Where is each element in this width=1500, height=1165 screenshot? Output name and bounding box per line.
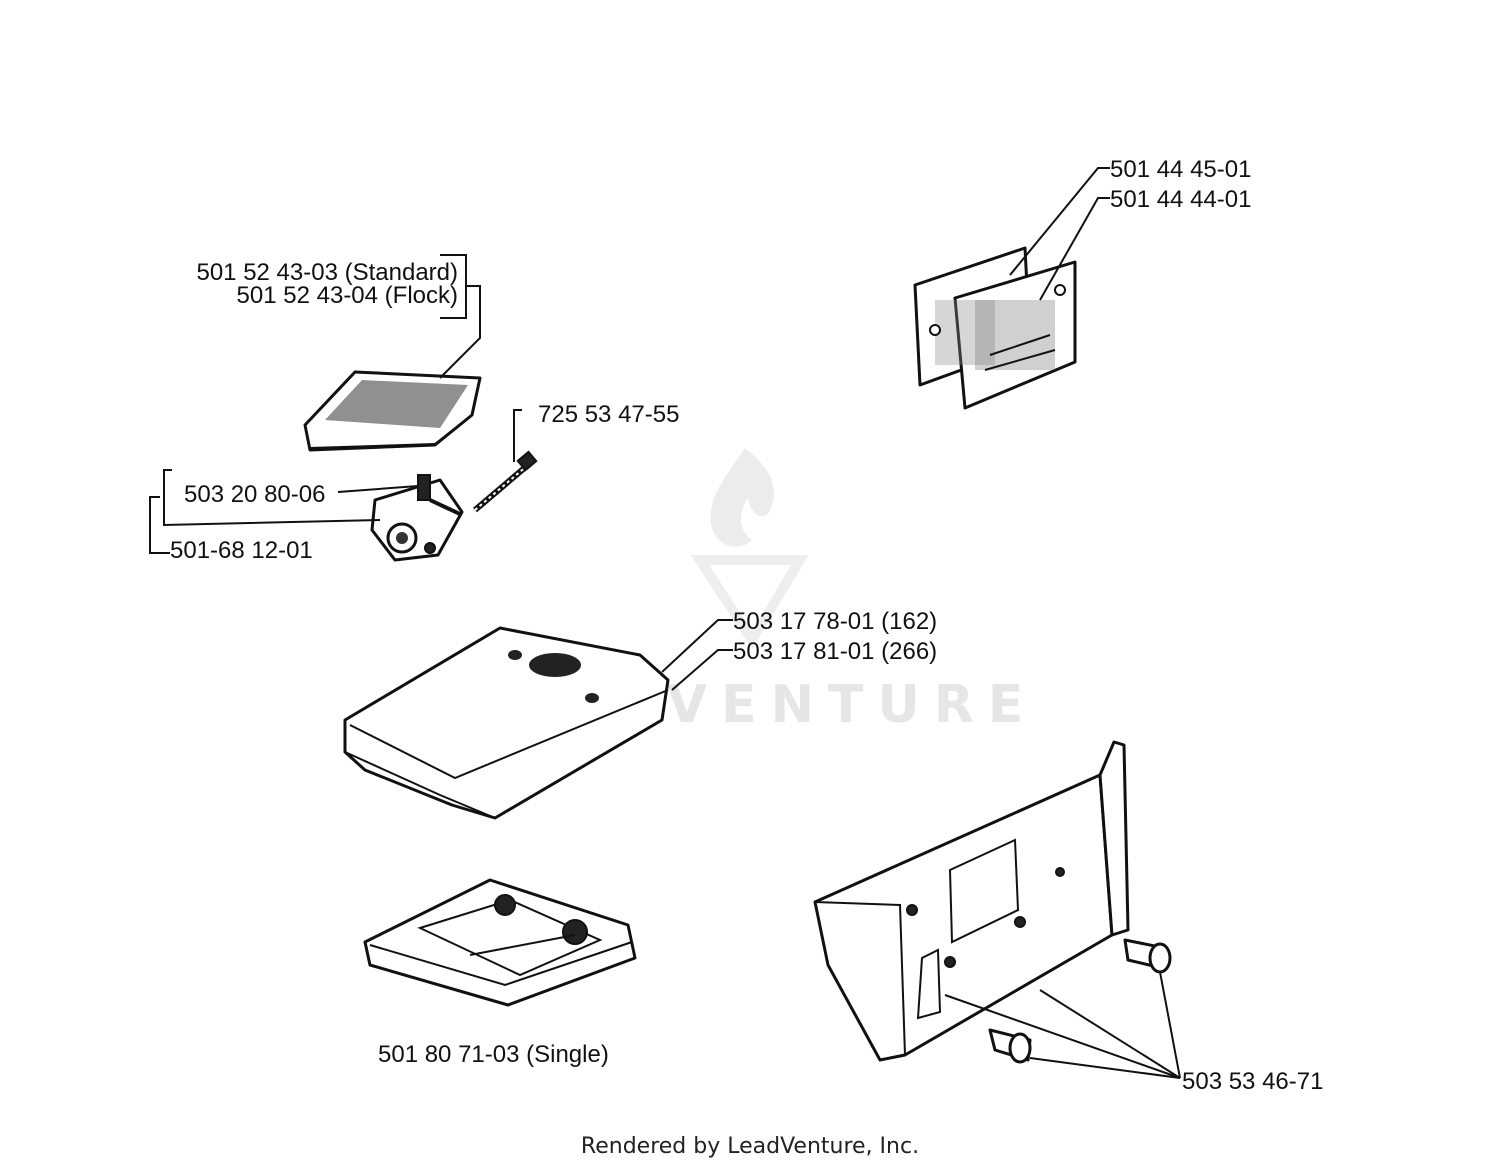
part-label-501-44-45-01: 501 44 45-01 (1110, 156, 1251, 183)
leader-line-503-53-46-71-b (944, 994, 1181, 1079)
part-label-725-53-47-55: 725 53 47-55 (538, 401, 679, 428)
filter-cover-drawing (343, 626, 670, 820)
leader-line-501-44-44-01 (1039, 197, 1110, 301)
leader-line-503-53-46-71-d (1159, 971, 1181, 1079)
screw-drawing (473, 450, 538, 513)
part-label-501-52-43-03: 501 52 43-03 (Standard) (196, 259, 458, 286)
watermark-logo (690, 448, 809, 650)
bracket-carburetor-outer (149, 496, 170, 554)
part-label-501-52-43-04: 501 52 43-04 (Flock) (237, 282, 458, 309)
leader-line-503-53-46-71-a (1029, 1057, 1181, 1079)
air-filter-drawing (303, 370, 482, 452)
part-label-501-44-44-01: 501 44 44-01 (1110, 186, 1251, 213)
part-label-503-17-78-01: 503 17 78-01 (162) (733, 608, 937, 635)
part-label-501-80-71-03: 501 80 71-03 (Single) (378, 1041, 609, 1068)
leader-line-503-53-46-71-c (1039, 989, 1181, 1079)
part-label-501-68-12-01: 501-68 12-01 (170, 537, 313, 564)
part-label-503-53-46-71: 503 53 46-71 (1182, 1068, 1323, 1095)
screw-pair-drawing (988, 938, 1172, 1064)
leader-line-503-17-81-01 (671, 649, 733, 691)
part-label-503-17-81-01: 503 17 81-01 (266) (733, 638, 937, 665)
leader-line-725-53-47-55 (513, 409, 522, 462)
housing-drawing (813, 740, 1130, 1062)
leader-line-filter (439, 285, 481, 379)
leader-line-501-44-45-01 (1009, 167, 1110, 276)
part-label-503-20-80-06: 503 20 80-06 (184, 481, 325, 508)
carburetor-drawing (370, 474, 464, 562)
leader-line-503-20-80-06 (337, 485, 419, 493)
filter-base-drawing (363, 878, 637, 1007)
leader-line-503-17-78-01 (661, 619, 733, 673)
footer-credit: Rendered by LeadVenture, Inc. (581, 1134, 919, 1159)
bracket-carburetor-inner (163, 469, 381, 527)
gasket-pair-drawing (913, 246, 1077, 410)
